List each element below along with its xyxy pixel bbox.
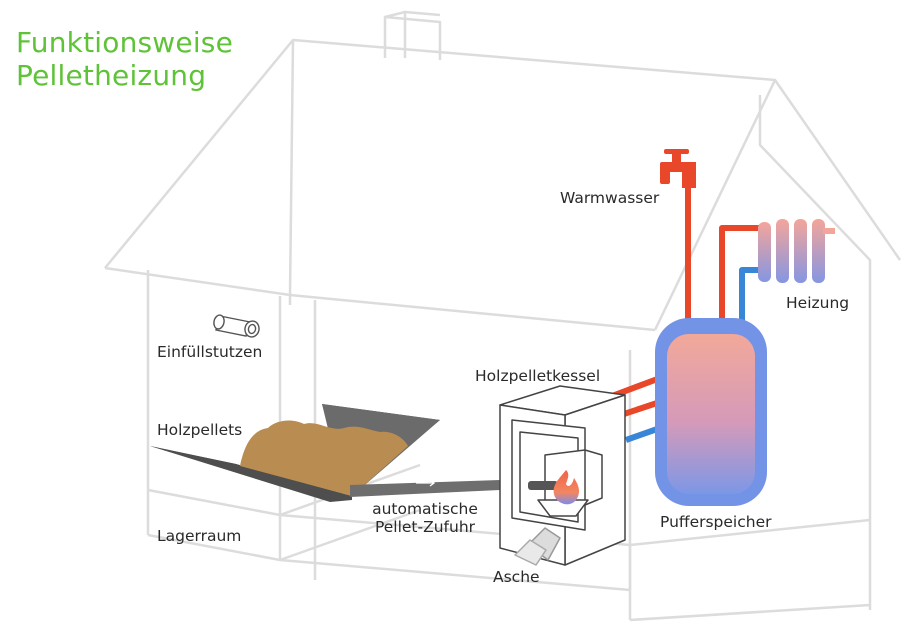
feed-tube bbox=[528, 481, 558, 490]
label-warmwasser: Warmwasser bbox=[560, 189, 660, 207]
label-automatische-line2: Pellet-Zufuhr bbox=[375, 518, 476, 536]
pellet-boiler bbox=[499, 385, 626, 566]
label-automatische-line1: automatische bbox=[372, 500, 478, 518]
page-title: Funktionsweise Pelletheizung bbox=[16, 26, 233, 92]
fill-pipe-icon bbox=[213, 314, 260, 338]
label-asche: Asche bbox=[493, 568, 540, 586]
label-holzpelletkessel: Holzpelletkessel bbox=[475, 367, 600, 385]
faucet-icon bbox=[660, 149, 696, 188]
radiator-icon bbox=[758, 219, 835, 283]
buffer-tank bbox=[655, 318, 767, 506]
page-title-line2: Pelletheizung bbox=[16, 59, 207, 92]
pellet-storage bbox=[150, 404, 440, 502]
flame-icon bbox=[553, 470, 580, 505]
label-holzpellets: Holzpellets bbox=[157, 421, 242, 439]
label-lagerraum: Lagerraum bbox=[157, 527, 241, 545]
label-einfuellstutzen: Einfüllstutzen bbox=[157, 343, 262, 361]
label-pufferspeicher: Pufferspeicher bbox=[660, 513, 772, 531]
pellet-auger bbox=[350, 479, 500, 497]
page-title-line1: Funktionsweise bbox=[16, 26, 234, 59]
label-heizung: Heizung bbox=[786, 294, 849, 312]
